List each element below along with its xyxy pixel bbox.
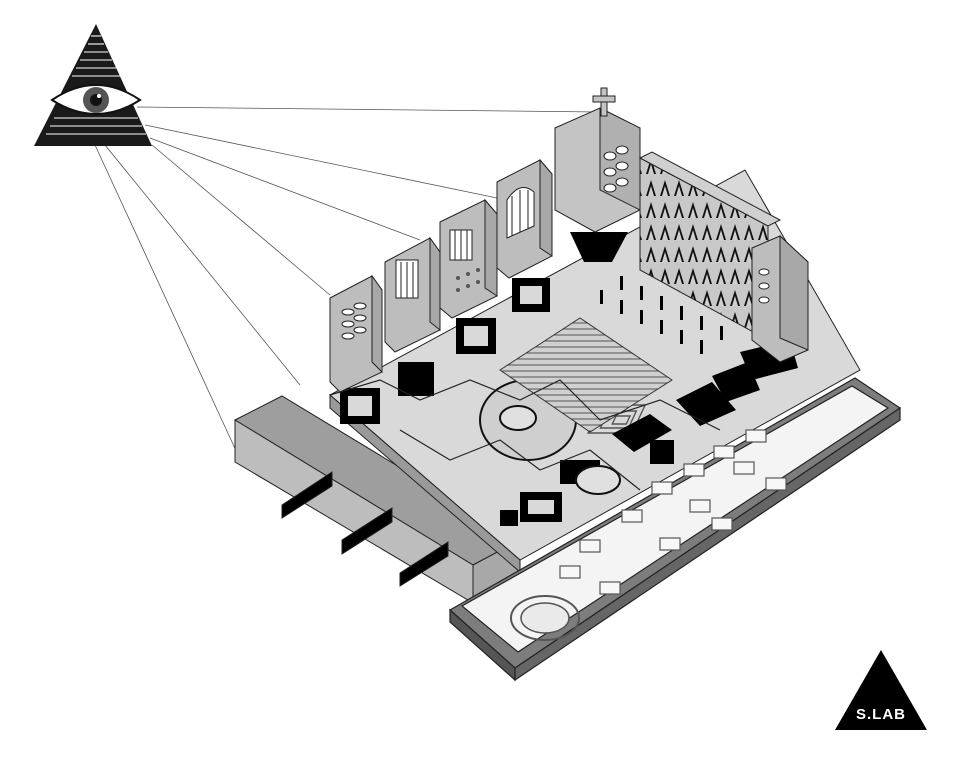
slab-logo: S.LAB xyxy=(833,648,929,732)
facade-buildings xyxy=(329,87,809,393)
column-grid xyxy=(600,276,723,354)
sight-lines xyxy=(94,106,601,456)
nave-pews xyxy=(499,317,673,433)
logo-triangle-icon xyxy=(835,650,927,730)
annex-floor-plan xyxy=(448,377,902,682)
cross-icon xyxy=(592,87,616,117)
wall-outlines xyxy=(329,379,721,491)
eye-of-providence-icon xyxy=(34,24,152,146)
logo-text: S.LAB xyxy=(856,706,906,723)
